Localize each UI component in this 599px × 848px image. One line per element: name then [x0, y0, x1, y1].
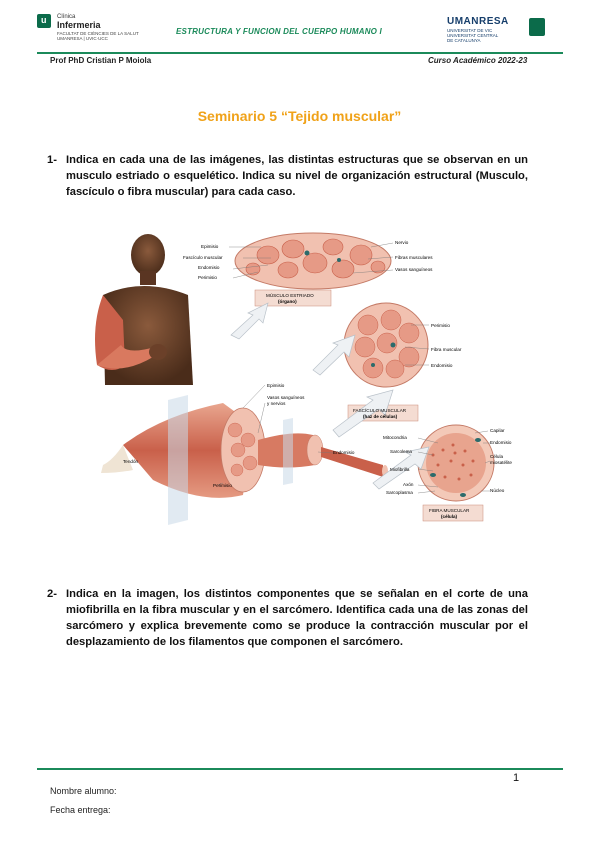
label-nucleo: Núcleo: [490, 488, 505, 493]
label-fibra-box1: FIBRA MUSCULAR: [429, 508, 470, 513]
question-1-text: Indica en cada una de las imágenes, las …: [66, 154, 528, 198]
label-celula2: miosatélite: [490, 460, 512, 465]
label-endomisio-cell: Endomisio: [490, 440, 512, 445]
label-fibra-box2: (célula): [441, 514, 458, 519]
header-divider: [37, 52, 563, 54]
fibra-label-box: [422, 504, 484, 522]
musculo-label-box: [254, 289, 332, 307]
umanresa-sub1: UNIVERSITAT DE VIC: [447, 28, 493, 33]
seminar-title: Seminario 5 “Tejido muscular”: [197, 108, 402, 124]
label-endomisio-top: Endomisio: [198, 265, 220, 270]
emblem-icon: [529, 18, 545, 36]
clinic-logo: u Clínica Infermeria FACULTAT DE CIÈNCIE…: [37, 14, 167, 44]
label-miofibrilla: Miofibrilla: [390, 467, 410, 472]
label-tendon: Tendón: [123, 459, 139, 464]
umanresa-sub2: UNIVERSITAT CENTRAL: [447, 33, 499, 38]
question-1-number: 1-: [47, 154, 57, 166]
page-number: 1: [513, 772, 520, 784]
delivery-date-field: Fecha entrega:: [50, 805, 111, 815]
label-nervio: Nervio: [395, 240, 409, 245]
umanresa-sub3: DE CATALUNYA: [447, 38, 481, 43]
umanresa-name: UMANRESA: [447, 16, 509, 27]
student-name-field: Nombre alumno:: [50, 786, 117, 796]
muscle-cross-section: [234, 232, 392, 290]
course-year: Curso Académico 2022-23: [428, 56, 528, 65]
umanresa-logo: UMANRESA UNIVERSITAT DE VIC UNIVERSITAT …: [447, 16, 557, 50]
label-perimisio-mid: Perimisio: [431, 323, 450, 328]
label-perimisio-bot: Perimisio: [213, 483, 232, 488]
label-celula1: Célula: [490, 454, 503, 459]
muscle-structure-figure: Epimisio Fascículo muscular Endomisio Pe…: [95, 232, 512, 525]
clinic-logo-line2: Infermeria: [57, 20, 101, 30]
label-endomisio-bot: Endomisio: [333, 450, 355, 455]
course-title: ESTRUCTURA Y FUNCION DEL CUERPO HUMANO I: [176, 27, 382, 36]
human-figure: [95, 234, 193, 385]
label-sarcoplasma: Sarcoplasma: [386, 490, 413, 495]
label-vasos-bot1: Vasos sanguíneos: [267, 395, 305, 400]
fascicle-cross-section: [343, 302, 429, 388]
label-fasciculo-box1: FASCÍCULO MUSCULAR: [353, 407, 407, 413]
professor-name: Prof PhD Cristian P Moiola: [50, 56, 152, 65]
label-axon: Axón: [403, 482, 414, 487]
question-2-number: 2-: [47, 588, 57, 600]
label-mitocondria: Mitocondria: [383, 435, 407, 440]
label-epimisio-top: Epimisio: [201, 244, 219, 249]
label-musculo-box2: (órgano): [278, 299, 297, 304]
fiber-cross-section: [417, 424, 495, 502]
label-epimisio-bot: Epimisio: [267, 383, 285, 388]
label-perimisio-top: Perimisio: [198, 275, 217, 280]
label-fasciculo-box2: (haz de células): [363, 414, 398, 419]
label-endomisio-mid: Endomisio: [431, 363, 453, 368]
clinic-logo-line3: FACULTAT DE CIÈNCIES DE LA SALUT: [57, 31, 139, 36]
label-vasos-bot2: y nervios: [267, 401, 286, 406]
footer-divider: [37, 768, 563, 770]
zoom-arrows: [230, 302, 430, 490]
label-fibra-muscular: Fibra muscular: [431, 347, 462, 352]
label-musculo-box1: MÚSCULO ESTRIADO: [266, 292, 314, 298]
question-2-text: Indica en la imagen, los distintos compo…: [66, 588, 528, 648]
label-fasciculo: Fascículo muscular: [183, 255, 223, 260]
leader-lines: [217, 242, 491, 494]
label-capilar: Capilar: [490, 428, 505, 433]
clinic-logo-line1: Clínica: [57, 14, 76, 20]
label-sarcolema: Sarcolema: [390, 449, 412, 454]
muscle-bundle: [101, 395, 388, 525]
label-fibras: Fibras musculares: [395, 255, 433, 260]
label-vasos-top: Vasos sanguíneos: [395, 267, 433, 272]
clinic-logo-line4: UMANRESA | UVIC·UCC: [57, 36, 108, 41]
clinic-logo-icon: u: [37, 14, 51, 28]
